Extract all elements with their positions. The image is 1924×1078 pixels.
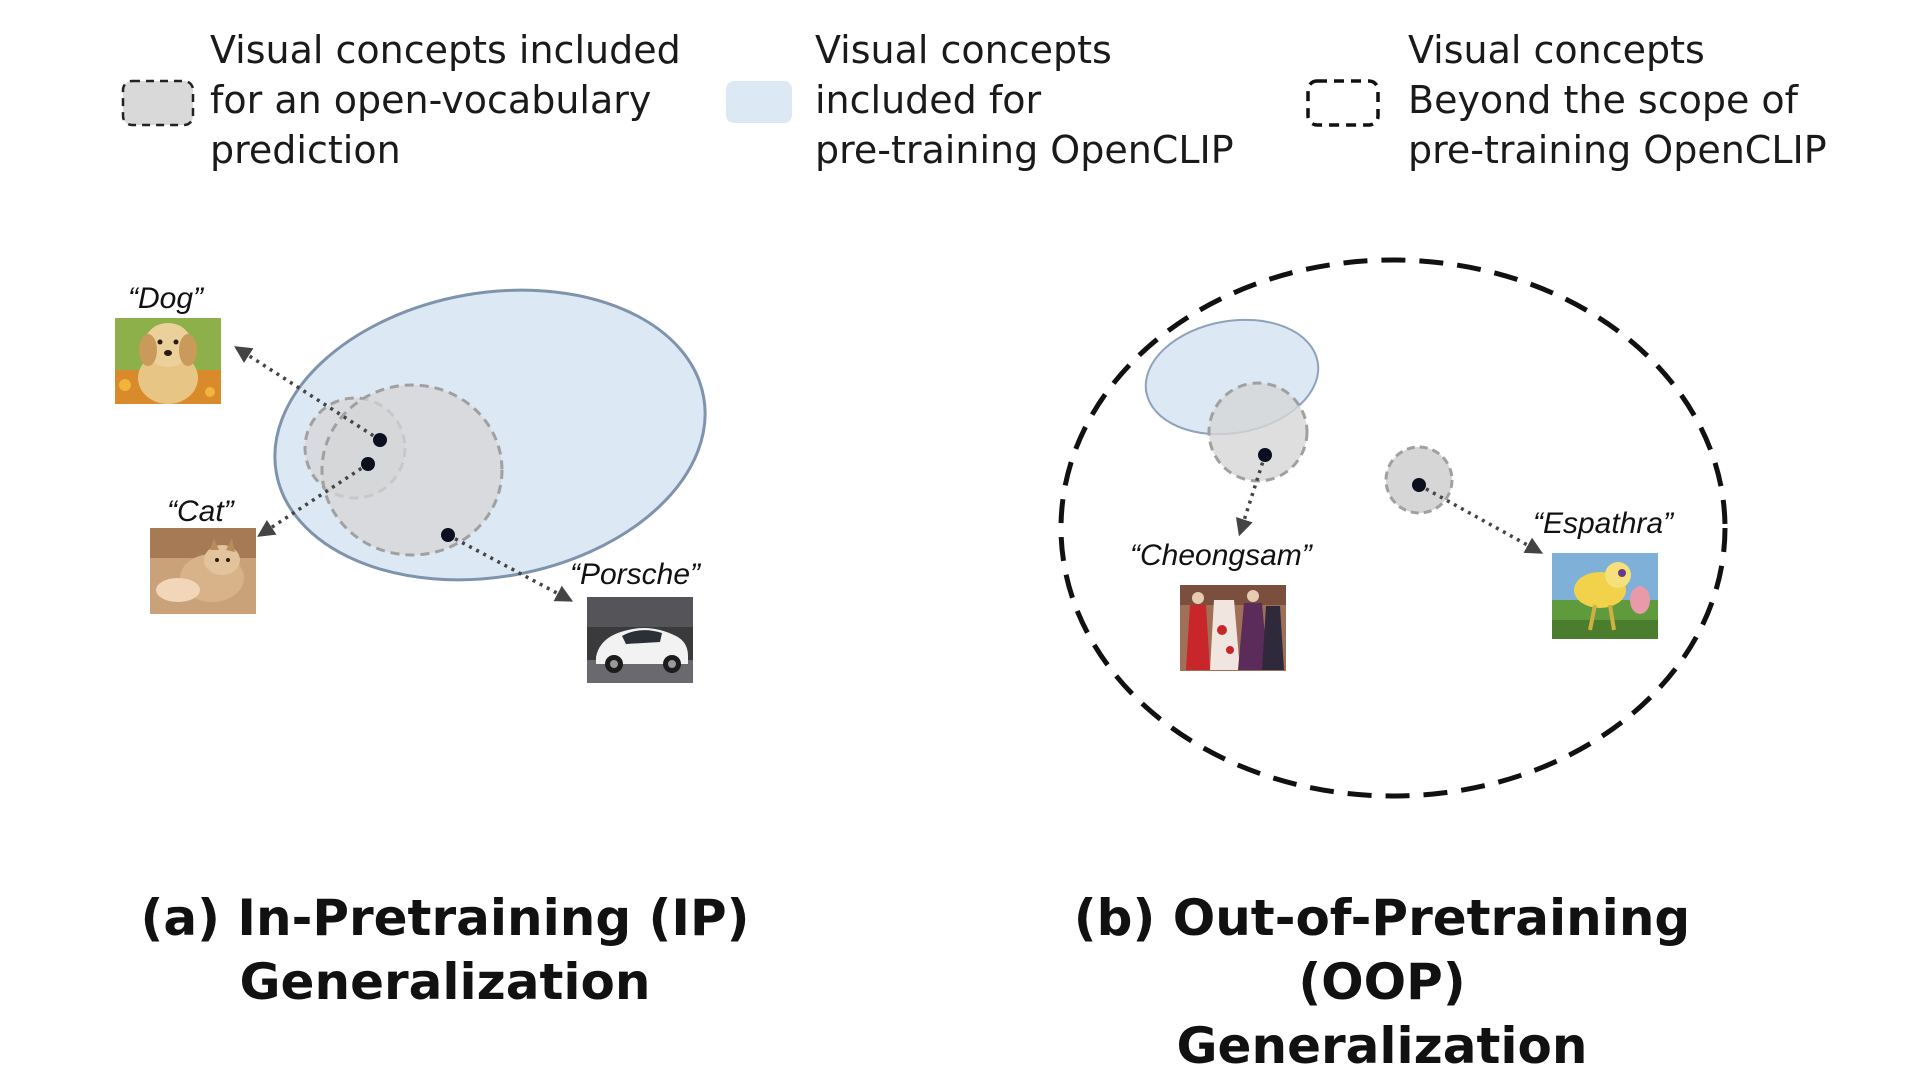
legend-swatch-vocabulary — [121, 79, 195, 127]
panel-b-diagram: “Cheongsam” “Espathra” — [1058, 257, 1728, 799]
legend-swatch-beyond-scope — [1306, 79, 1380, 127]
diagram-canvas: “Dog” “Cat” “Porsche” — [115, 257, 1728, 799]
label-cheongsam: “Cheongsam” — [1130, 539, 1314, 572]
vocab-region-cheongsam — [1207, 381, 1309, 483]
dog-photo — [115, 318, 221, 404]
legend-label-beyond-scope: Visual concepts Beyond the scope of pre-… — [1408, 28, 1827, 172]
caption-panel-a-line2: Generalization — [239, 953, 651, 1011]
vocab-region-large-a — [320, 383, 504, 557]
caption-panel-a: (a) In-Pretraining (IP) Generalization — [45, 886, 845, 1014]
arrow-cat — [257, 462, 369, 537]
cat-photo — [150, 528, 256, 614]
espathra-photo — [1552, 553, 1658, 639]
caption-panel-b-line2: Generalization — [1176, 1017, 1588, 1075]
caption-panel-a-line1: (a) In-Pretraining (IP) — [140, 889, 750, 947]
label-cat: “Cat” — [167, 495, 236, 528]
panel-a-diagram: “Dog” “Cat” “Porsche” — [115, 282, 707, 683]
label-porsche: “Porsche” — [570, 558, 702, 591]
point-dog — [373, 433, 387, 447]
car-photo — [587, 597, 693, 683]
legend-swatch-pretraining — [726, 81, 792, 123]
point-cat — [361, 457, 375, 471]
point-porsche — [441, 528, 455, 542]
caption-panel-b: (b) Out-of-Pretraining (OOP) Generalizat… — [982, 886, 1782, 1078]
point-cheongsam — [1258, 448, 1272, 462]
arrow-cheongsam — [1235, 454, 1267, 537]
caption-panel-b-line1: (b) Out-of-Pretraining (OOP) — [1073, 889, 1691, 1011]
cheongsam-photo — [1180, 585, 1286, 671]
legend-label-pretraining: Visual concepts included for pre-trainin… — [815, 28, 1234, 172]
label-espathra: “Espathra” — [1533, 507, 1675, 540]
legend-label-vocabulary: Visual concepts included for an open-voc… — [210, 28, 681, 172]
label-dog: “Dog” — [128, 282, 205, 315]
point-espathra — [1412, 478, 1426, 492]
beyond-scope-region — [1058, 257, 1728, 799]
